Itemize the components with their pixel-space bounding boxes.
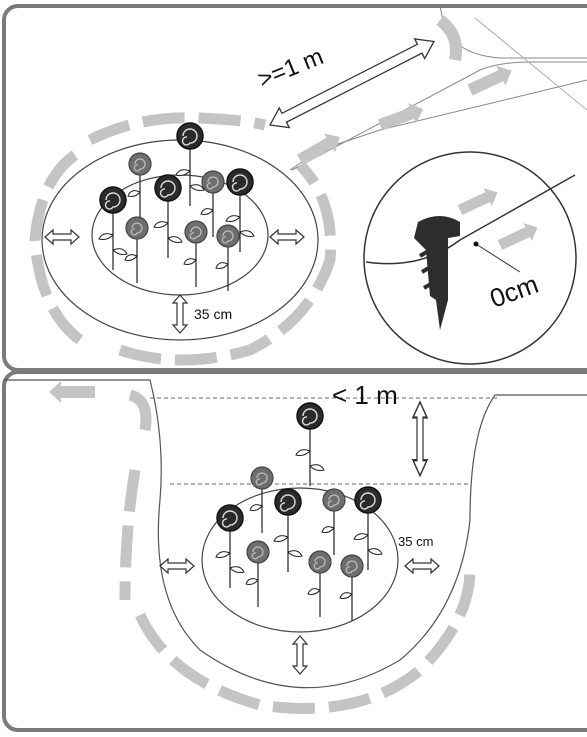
flow-arrow-icon (29, 112, 337, 366)
lawn-edge-u (4, 379, 587, 689)
distance-label-bottom: < 1 m (332, 380, 398, 410)
lawn-edge-diag (474, 17, 587, 111)
gap-label-top: 35 cm (194, 306, 232, 322)
bottom-panel: < 1 m 35 cm (2, 370, 587, 732)
peg-zoom: 0cm (363, 151, 577, 365)
lawn-edge-corridor (291, 61, 587, 171)
distance-arrow-icon (268, 38, 435, 129)
top-panel: >=1 m 35 cm 0cm (2, 4, 587, 372)
flow-arrow-icon (49, 381, 476, 714)
flowerbed-inner-bottom (201, 487, 399, 633)
flow-arrow-icon (294, 15, 517, 170)
gap-label-bottom: 35 cm (398, 534, 433, 549)
peg-icon (414, 216, 460, 330)
